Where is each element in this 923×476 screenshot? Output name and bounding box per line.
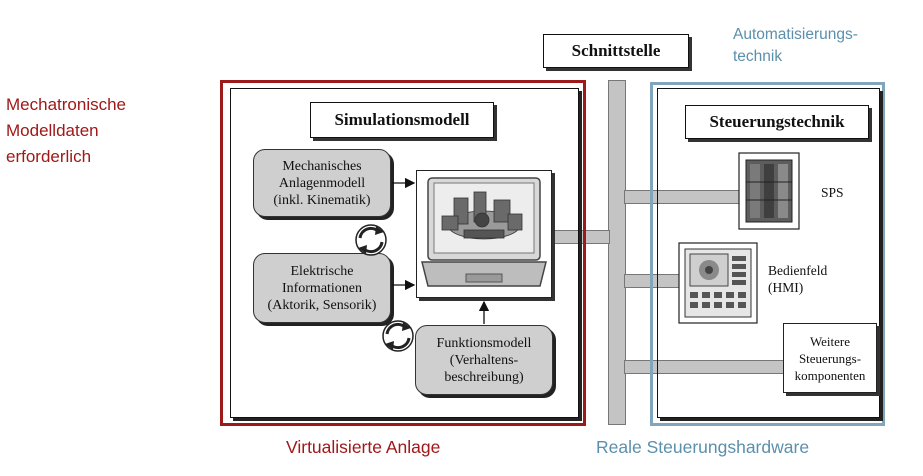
interface-title: Schnittstelle — [543, 34, 689, 68]
hmi-label: Bedienfeld (HMI) — [768, 263, 828, 295]
laptop-simulation-image — [421, 177, 547, 287]
sps-label: SPS — [821, 185, 844, 200]
further-components-box: Weitere Steuerungs- komponenten — [783, 323, 877, 393]
electrical-info-box: Elektrische Informationen (Aktorik, Sens… — [253, 253, 391, 323]
real-hardware-label: Reale Steuerungshardware — [596, 437, 810, 457]
control-frame — [657, 88, 880, 418]
sps-plc-image — [738, 152, 800, 230]
interface-bus-vertical — [608, 80, 626, 425]
virtual-plant-label: Virtualisierte Anlage — [286, 437, 441, 457]
mechanical-model-box: Mechanisches Anlagenmodell (inkl. Kinema… — [253, 149, 391, 217]
simulation-frame — [230, 88, 579, 418]
automation-technology-note: Automatisierungs- technik — [733, 26, 858, 65]
real-hardware-frame — [650, 82, 885, 426]
sync-cycle-icon — [382, 320, 414, 352]
function-model-box: Funktionsmodell (Verhaltens- beschreibun… — [415, 325, 553, 395]
virtual-plant-frame — [220, 80, 586, 426]
mechatronic-data-note: Mechatronische Modelldaten erforderlich — [6, 95, 127, 166]
bus-to-laptop — [552, 230, 610, 244]
control-title: Steuerungstechnik — [685, 105, 869, 139]
simulation-title: Simulationsmodell — [310, 102, 494, 138]
hmi-panel-image — [678, 242, 758, 324]
sync-cycle-icon — [355, 224, 387, 256]
